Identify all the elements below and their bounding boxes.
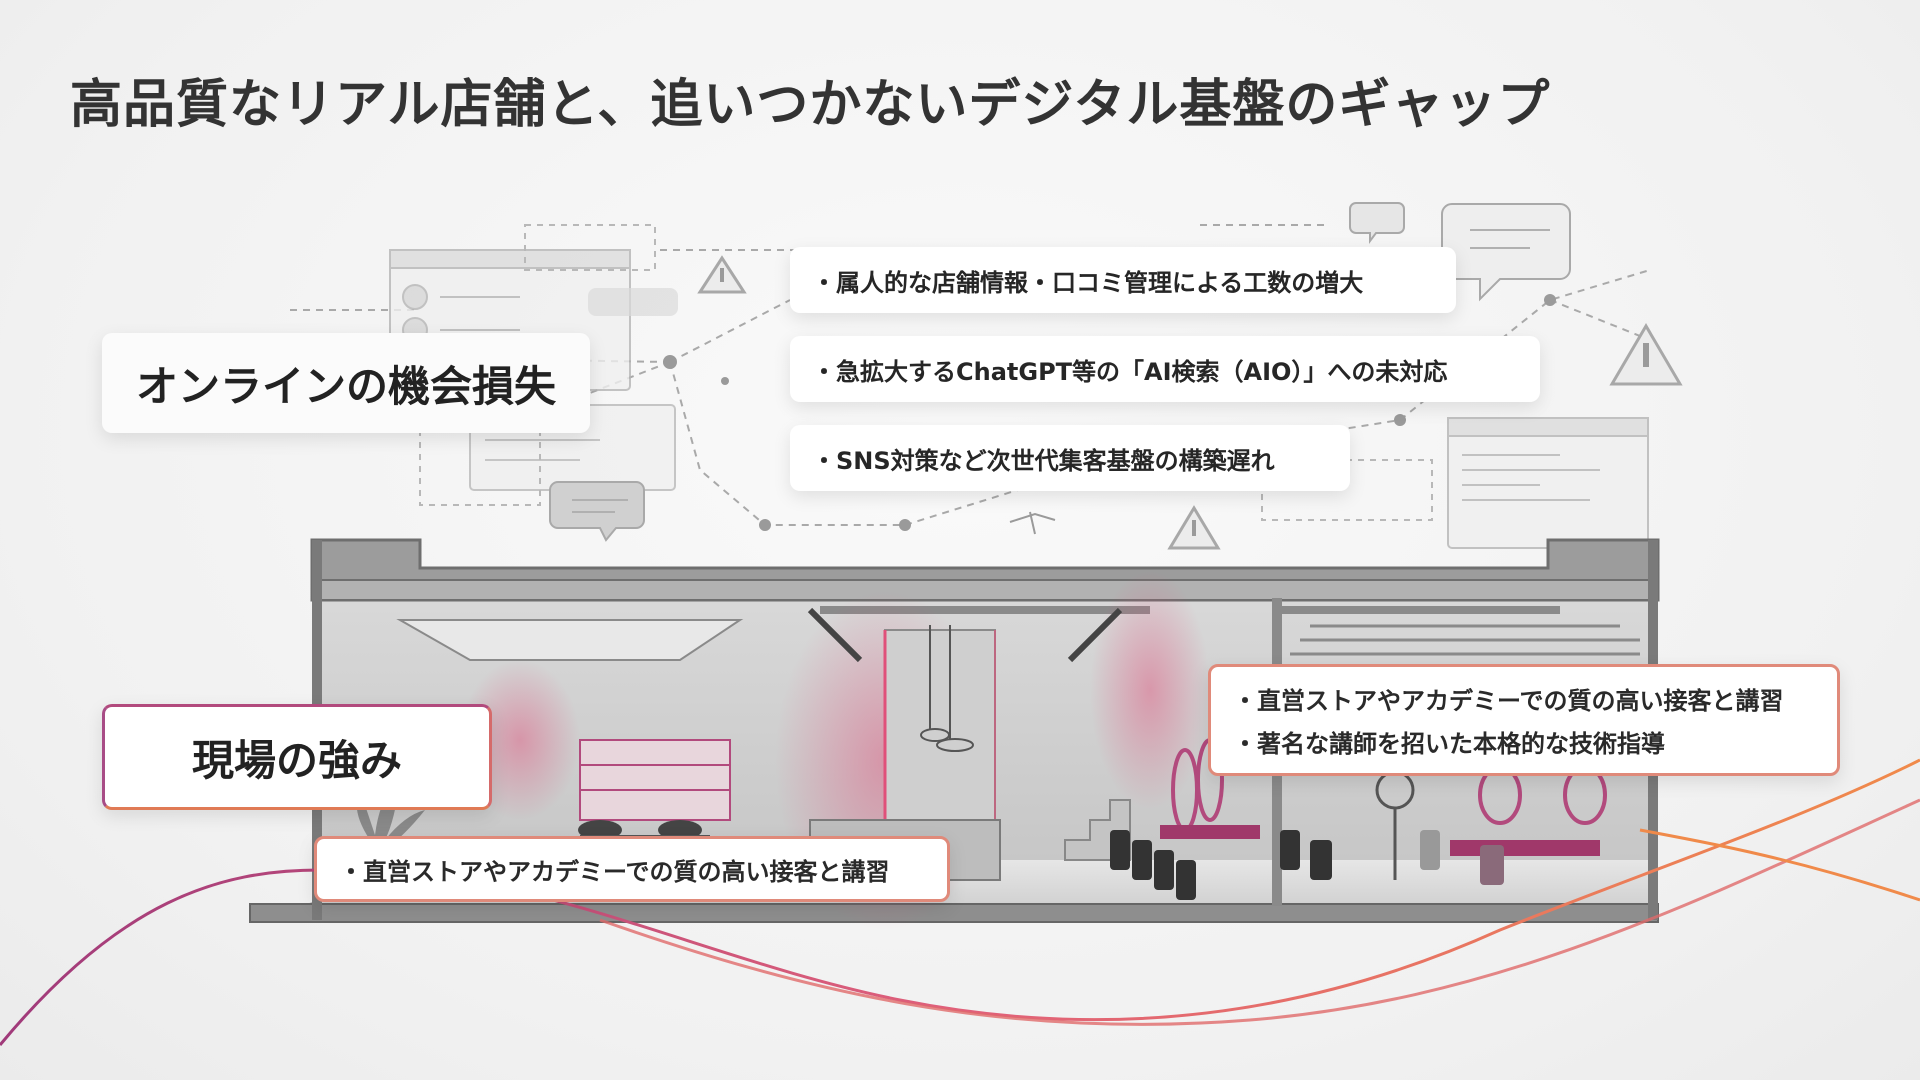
issue-item: 属人的な店舗情報・口コミ管理による工数の増大 xyxy=(790,247,1456,313)
online-loss-label: オンラインの機会損失 xyxy=(135,361,556,411)
warning-marks xyxy=(720,268,1649,536)
broken-link-icon xyxy=(1009,511,1056,535)
issue-item: SNS対策など次世代集客基盤の構築遅れ xyxy=(790,425,1350,491)
field-strength-heading: 現場の強み xyxy=(102,704,492,810)
wave-lines xyxy=(0,758,1920,1046)
issue-item: 急拡大するChatGPT等の「AI検索（AIO）」への未対応 xyxy=(790,336,1540,402)
browser-window-right xyxy=(1447,417,1649,549)
chat-bubble-icon xyxy=(549,202,1571,542)
field-strength-label: 現場の強み xyxy=(191,735,402,785)
strength-callout: 直営ストアやアカデミーでの質の高い接客と講習 著名な講師を招いた本格的な技術指導 xyxy=(1208,664,1840,776)
chat-lines xyxy=(572,229,1550,513)
salon-chairs xyxy=(1110,830,1504,900)
page-title: 高品質なリアル店舗と、追いつかないデジタル基盤のギャップ xyxy=(70,75,1551,135)
strength-item: 直営ストアやアカデミーでの質の高い接客と講習 xyxy=(1233,681,1815,716)
strength-item: 著名な講師を招いた本格的な技術指導 xyxy=(1233,724,1815,759)
network-nodes xyxy=(663,294,1556,531)
strength-bottom-callout: 直営ストアやアカデミーでの質の高い接客と講習 xyxy=(314,836,950,902)
online-loss-heading: オンラインの機会損失 xyxy=(102,333,590,433)
